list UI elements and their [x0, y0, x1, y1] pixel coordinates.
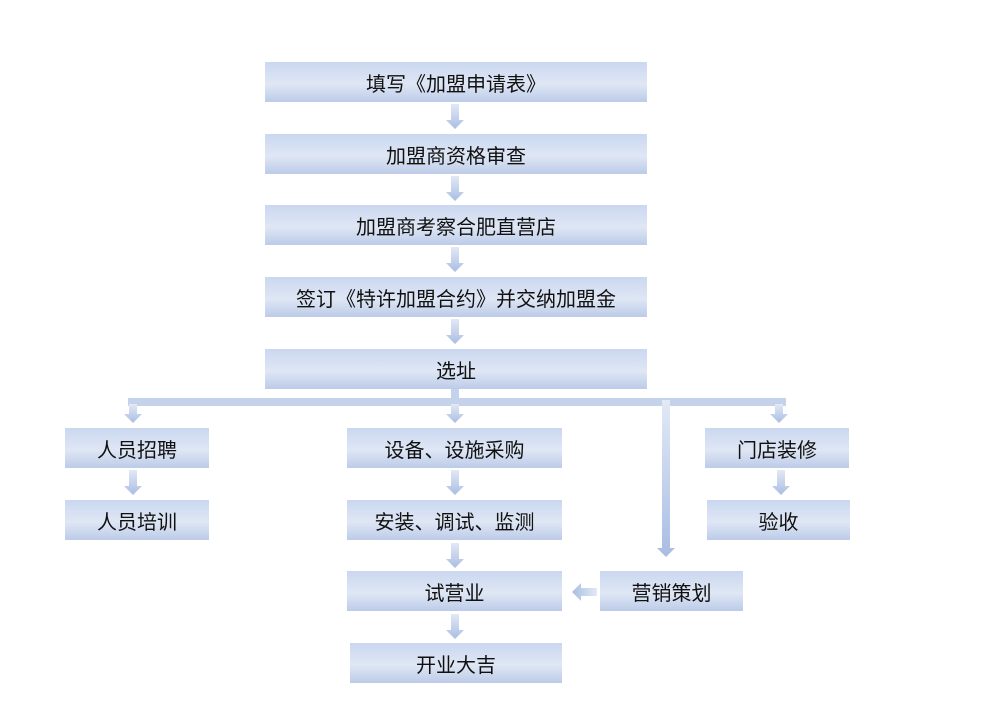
- step-sign-contract: 签订《特许加盟合约》并交纳加盟金: [265, 277, 647, 317]
- step-inspect-store: 加盟商考察合肥直营店: [265, 205, 647, 245]
- step-installation: 安装、调试、监测: [347, 500, 562, 540]
- step-training: 人员培训: [65, 500, 209, 540]
- arrow-down: [446, 543, 464, 568]
- step-marketing-plan: 营销策划: [600, 571, 743, 611]
- step-recruitment: 人员招聘: [65, 428, 209, 468]
- branch-stem: [451, 389, 459, 401]
- arrow-down: [772, 470, 790, 495]
- arrow-down: [446, 404, 464, 423]
- arrow-down: [446, 470, 464, 495]
- arrow-down: [446, 319, 464, 344]
- arrow-down: [124, 404, 142, 423]
- arrow-left: [572, 583, 597, 601]
- arrow-down: [770, 404, 788, 423]
- step-site-selection: 选址: [265, 349, 647, 389]
- arrow-down: [446, 247, 464, 272]
- step-acceptance: 验收: [707, 500, 850, 540]
- arrow-down: [124, 470, 142, 495]
- arrow-down: [446, 104, 464, 129]
- step-qualification-review: 加盟商资格审查: [265, 134, 647, 174]
- step-trial-operation: 试营业: [347, 571, 562, 611]
- arrow-down: [446, 176, 464, 201]
- arrow-down: [446, 614, 464, 639]
- step-grand-opening: 开业大吉: [350, 643, 562, 683]
- step-equipment-purchase: 设备、设施采购: [347, 428, 562, 468]
- branch-bar: [128, 398, 786, 406]
- step-store-renovation: 门店装修: [705, 428, 849, 468]
- step-fill-application: 填写《加盟申请表》: [265, 62, 647, 102]
- arrow-down: [657, 400, 675, 557]
